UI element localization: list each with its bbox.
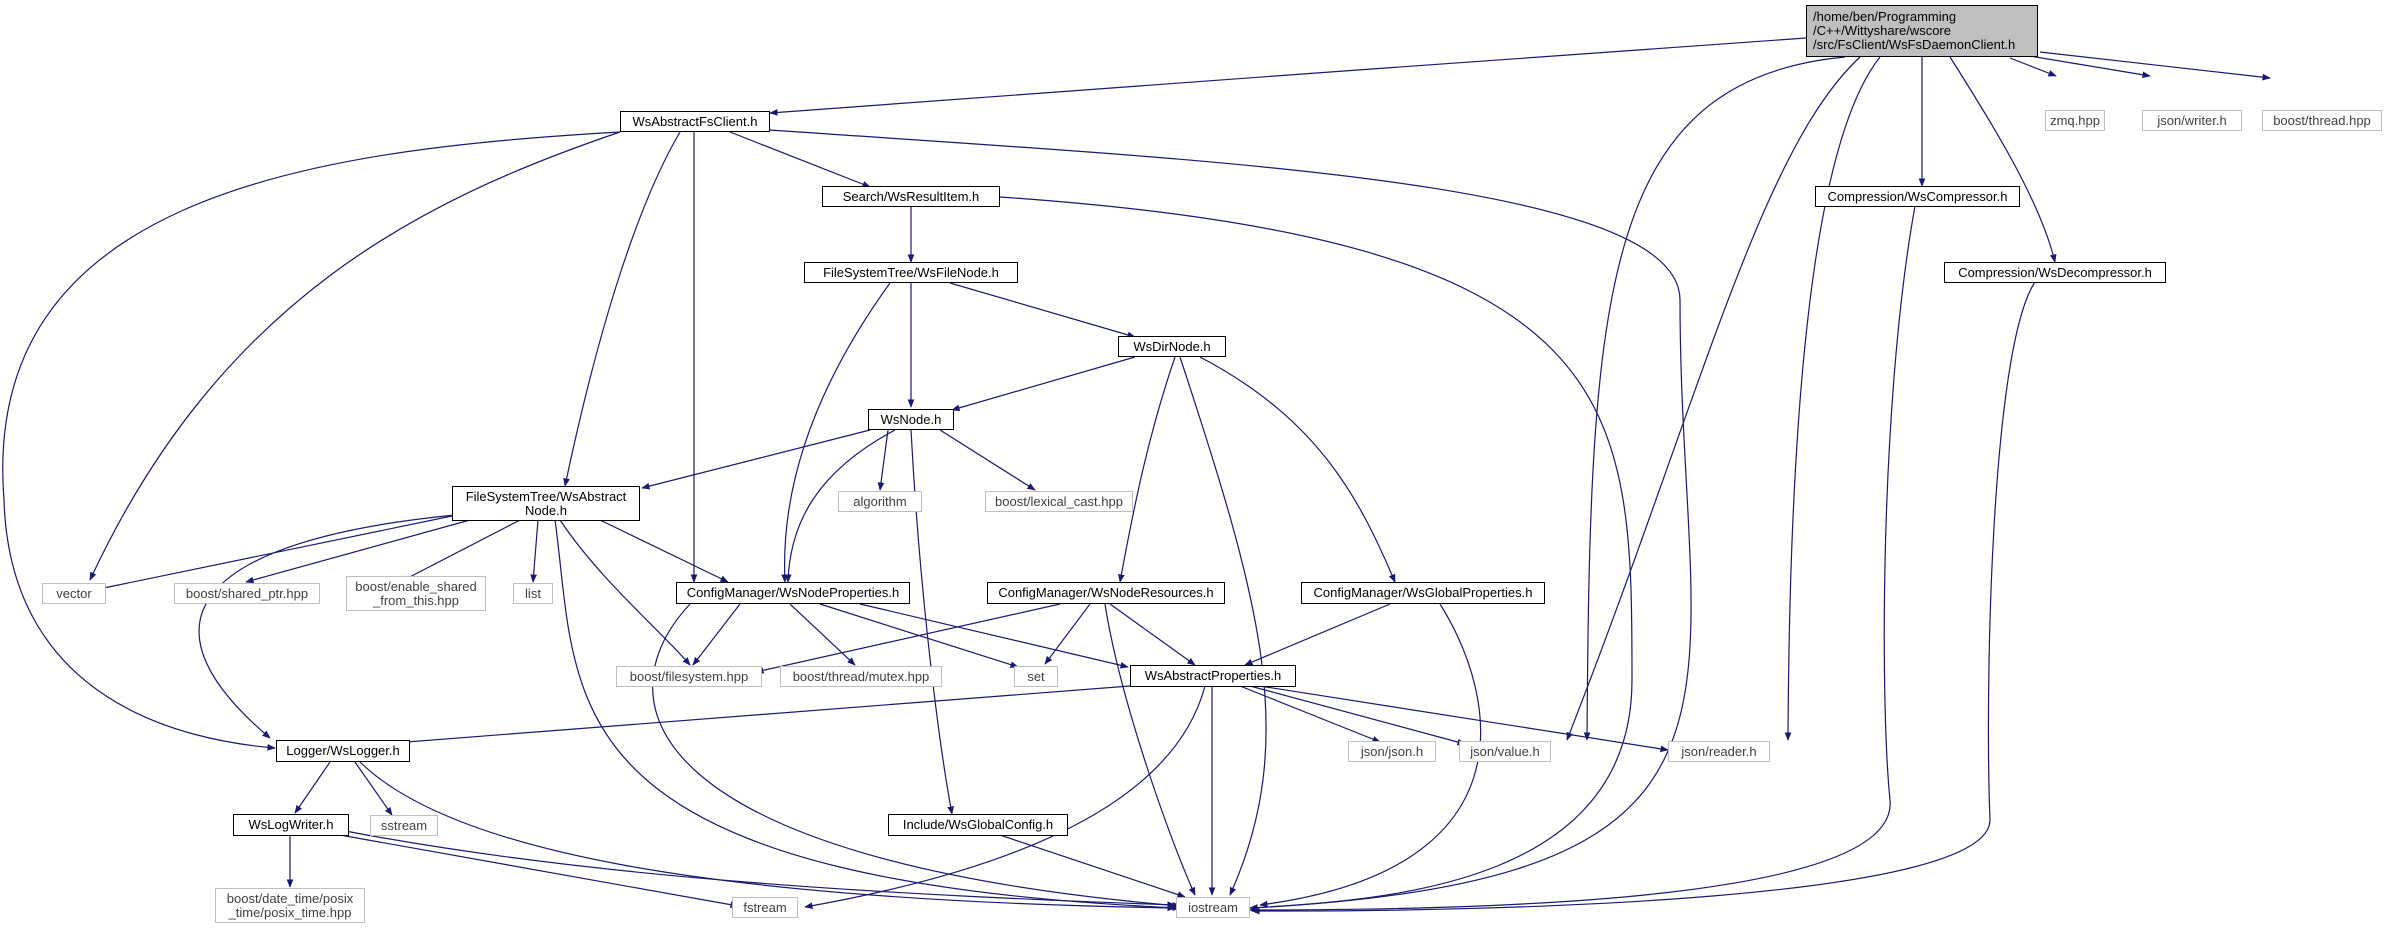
node-global-properties[interactable]: ConfigManager/WsGlobalProperties.h — [1301, 582, 1545, 604]
node-log-writer[interactable]: WsLogWriter.h — [233, 814, 349, 836]
node-json-json: json/json.h — [1348, 741, 1436, 762]
node-boost-thread: boost/thread.hpp — [2262, 110, 2382, 131]
edge-gc-iostream — [999, 834, 1186, 898]
node-compressor[interactable]: Compression/WsCompressor.h — [1815, 186, 2020, 207]
edge-dirnode-global-properties — [1199, 356, 1396, 583]
edge-filenode-node-properties — [781, 282, 891, 583]
node-algorithm: algorithm — [838, 491, 922, 512]
edge-gp-iostream — [1259, 603, 1482, 908]
edge-an-filesystem — [559, 519, 691, 666]
node-file-node[interactable]: FileSystemTree/WsFileNode.h — [804, 262, 1018, 283]
node-abstract-node[interactable]: FileSystemTree/WsAbstract Node.h — [452, 486, 640, 521]
edge-filenode-dirnode — [949, 282, 1136, 339]
node-result-item[interactable]: Search/WsResultItem.h — [822, 186, 1000, 207]
edge-np-iostream — [652, 603, 1181, 909]
edge-root-json-value — [1566, 56, 1861, 741]
edge-np-mutex — [789, 603, 856, 666]
edge-ap-json-value — [1249, 685, 1466, 746]
node-enable-shared: boost/enable_shared _from_this.hpp — [346, 576, 486, 611]
node-json-value: json/value.h — [1459, 741, 1551, 762]
edge-dirnode-iostream — [1179, 356, 1267, 896]
node-root-file: /home/ben/Programming /C++/Wittyshare/ws… — [1806, 5, 2038, 57]
edge-an-iostream — [554, 519, 1181, 912]
node-posix-time: boost/date_time/posix _time/posix_time.h… — [215, 888, 365, 923]
edge-nr-filesystem — [755, 603, 1061, 674]
edge-an-shared-ptr — [245, 519, 471, 584]
edge-root-json-json — [1583, 56, 1846, 741]
node-json-reader: json/reader.h — [1668, 741, 1770, 762]
node-sstream: sstream — [370, 815, 438, 836]
node-node-resources[interactable]: ConfigManager/WsNodeResources.h — [987, 582, 1225, 604]
edge-nr-set — [1044, 603, 1091, 665]
edge-root-abstract-fs-client — [769, 37, 1807, 116]
edge-afc-logger — [2, 131, 621, 751]
edge-nr-abstract-properties — [1109, 603, 1196, 666]
node-decompressor[interactable]: Compression/WsDecompressor.h — [1944, 262, 2166, 283]
node-set: set — [1014, 666, 1058, 687]
edge-np-abstract-properties — [859, 603, 1129, 669]
edge-result-iostream — [999, 196, 1633, 911]
edge-root-decompressor — [1949, 56, 2057, 263]
node-logger[interactable]: Logger/WsLogger.h — [276, 740, 410, 762]
edge-lw-iostream — [339, 829, 1176, 909]
edge-logger-log-writer — [294, 761, 331, 814]
edge-compressor-iostream — [1249, 205, 1916, 914]
node-mutex: boost/thread/mutex.hpp — [780, 666, 942, 687]
edge-root-boost-thread — [2039, 51, 2271, 81]
node-filesystem: boost/filesystem.hpp — [616, 666, 762, 687]
edge-an-enable-shared — [399, 519, 521, 583]
edge-wsnode-algorithm — [877, 429, 889, 491]
edge-wsnode-node-properties — [784, 429, 896, 583]
edge-afc-result-item — [729, 131, 871, 188]
node-vector: vector — [42, 583, 106, 604]
node-json-writer: json/writer.h — [2142, 110, 2242, 131]
node-global-config[interactable]: Include/WsGlobalConfig.h — [888, 814, 1068, 836]
node-list: list — [513, 583, 553, 604]
edge-afc-vector — [89, 131, 621, 581]
node-abstract-fs-client[interactable]: WsAbstractFsClient.h — [620, 111, 770, 132]
node-node-properties[interactable]: ConfigManager/WsNodeProperties.h — [676, 582, 910, 604]
edge-an-logger — [198, 514, 456, 739]
node-zmq: zmq.hpp — [2045, 110, 2105, 131]
edge-wsnode-abstract-node — [641, 429, 871, 490]
edge-afc-iostream — [769, 129, 1692, 911]
edge-root-json-writer — [2029, 55, 2151, 79]
edge-wsnode-lexical-cast — [939, 429, 1036, 491]
node-lexical-cast: boost/lexical_cast.hpp — [985, 491, 1133, 512]
edge-afc-abstract-node — [563, 131, 681, 487]
edge-nr-iostream — [1104, 603, 1196, 896]
node-fstream: fstream — [732, 897, 798, 918]
edge-ap-json-reader — [1259, 685, 1669, 753]
edge-ap-json-json — [1239, 685, 1381, 743]
edge-root-json-reader — [1784, 56, 1881, 741]
node-ws-node[interactable]: WsNode.h — [868, 409, 954, 430]
node-dir-node[interactable]: WsDirNode.h — [1118, 336, 1226, 357]
node-iostream: iostream — [1176, 897, 1250, 918]
edge-lw-fstream — [339, 834, 739, 908]
edge-root-zmq — [2009, 57, 2057, 77]
edge-an-list — [530, 519, 539, 583]
edge-dirnode-wsnode — [951, 356, 1136, 412]
edge-ap-fstream — [804, 685, 1206, 909]
edge-dirnode-node-resources — [1118, 356, 1176, 583]
edge-decompressor-iostream — [1251, 281, 2036, 915]
edge-ap-logger — [354, 685, 1131, 749]
edge-np-filesystem — [692, 603, 741, 666]
node-abstract-properties[interactable]: WsAbstractProperties.h — [1130, 665, 1296, 687]
node-shared-ptr: boost/shared_ptr.hpp — [174, 583, 320, 604]
edge-logger-sstream — [354, 761, 393, 816]
edge-logger-iostream — [359, 761, 1176, 912]
edge-an-node-properties — [599, 519, 729, 583]
edge-wsnode-global-config — [910, 429, 954, 815]
edge-gp-abstract-properties — [1244, 603, 1391, 666]
